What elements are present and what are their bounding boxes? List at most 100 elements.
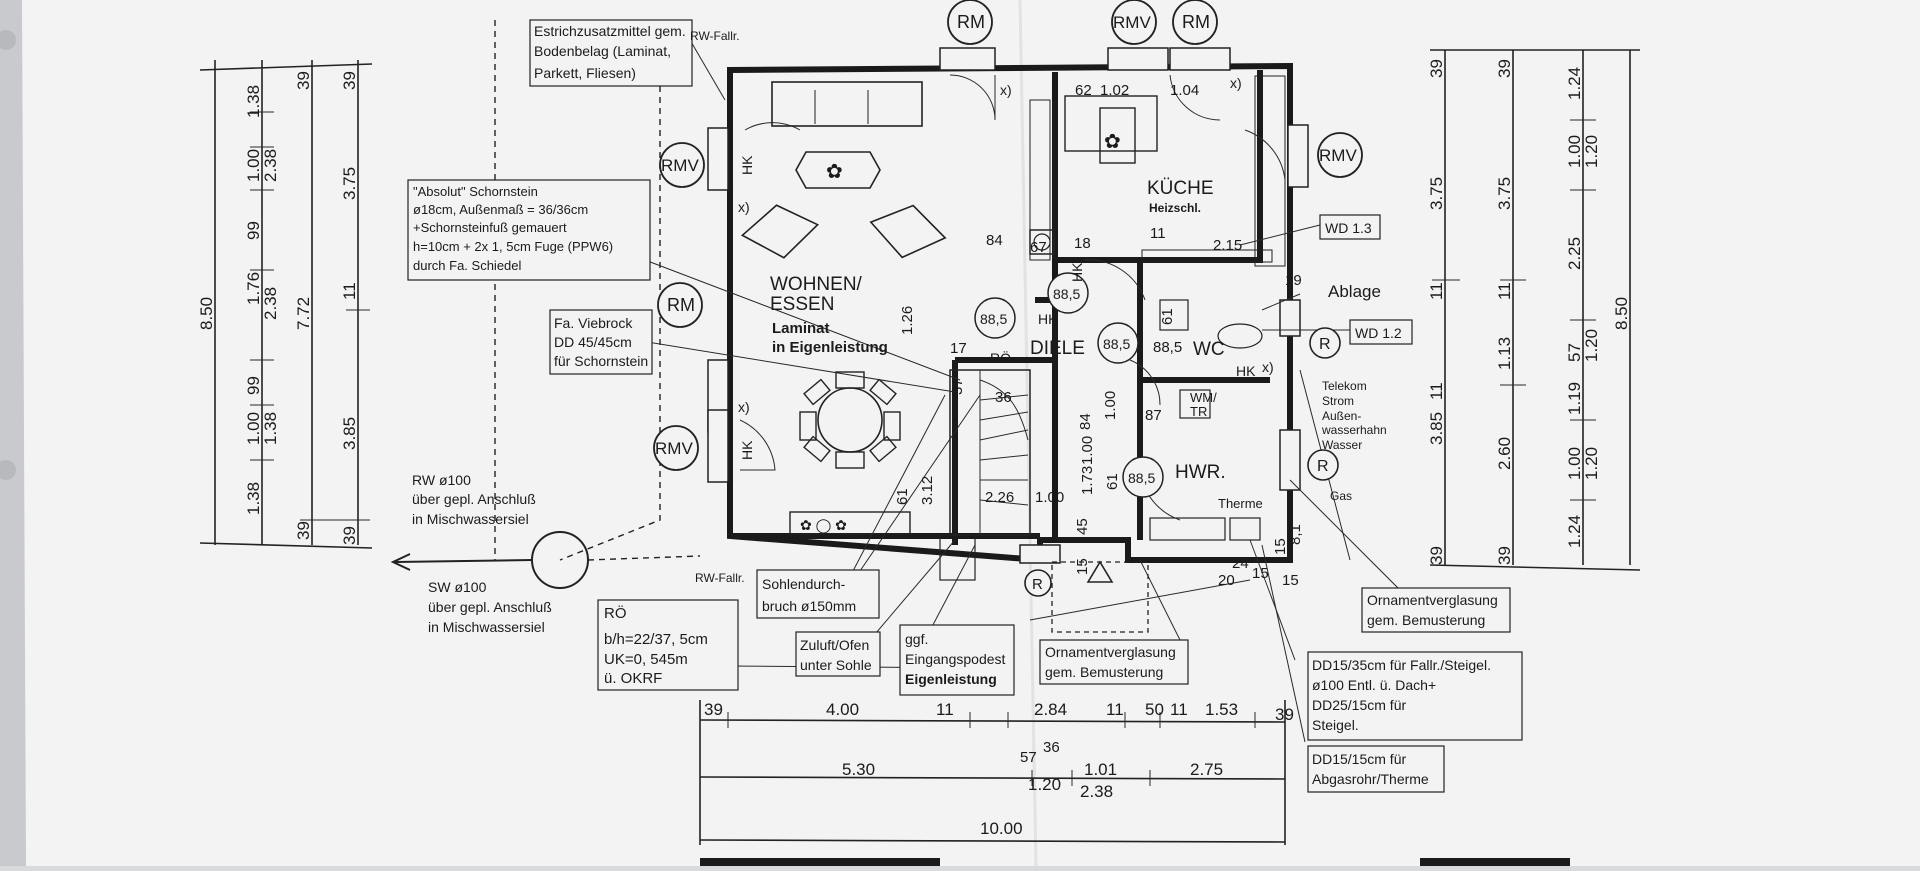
punch-hole xyxy=(0,460,16,480)
svg-text:b/h=22/37, 5cm: b/h=22/37, 5cm xyxy=(604,631,708,648)
svg-text:x): x) xyxy=(738,199,750,215)
svg-text:3.75: 3.75 xyxy=(1495,177,1514,210)
svg-text:11: 11 xyxy=(1427,282,1446,300)
svg-text:84: 84 xyxy=(1077,413,1094,430)
svg-text:88,5: 88,5 xyxy=(1103,336,1130,352)
ablage-label: Ablage xyxy=(1328,282,1381,301)
svg-text:Ornamentverglasung: Ornamentverglasung xyxy=(1045,644,1176,660)
svg-text:x): x) xyxy=(1000,82,1012,98)
room-diele: DIELE xyxy=(1030,338,1085,359)
svg-text:39: 39 xyxy=(340,526,359,545)
svg-text:37: 37 xyxy=(949,378,966,395)
callout-schornstein: "Absolut" Schornstein ø18cm, Außenmaß = … xyxy=(407,179,651,281)
svg-text:RM: RM xyxy=(1182,12,1210,32)
svg-text:Telekom: Telekom xyxy=(1322,379,1367,393)
exterior-walls xyxy=(727,62,1293,564)
svg-text:61: 61 xyxy=(894,488,911,505)
svg-text:8.50: 8.50 xyxy=(197,297,216,330)
room-wc: WC xyxy=(1193,339,1225,360)
radiator-labels: HK HK HK HK HK x) x) x) x) x) RÖ xyxy=(738,75,1274,460)
svg-text:11: 11 xyxy=(936,700,954,719)
right-dimension-chains: 39 39 1.24 3.75 3.75 1.00 1.20 2.25 11 1… xyxy=(1427,49,1641,571)
callout-eingang: ggf. Eingangspodest Eigenleistung xyxy=(899,624,1015,696)
kitchen-flower-icon: ✿ xyxy=(1104,131,1121,153)
svg-text:in Mischwassersiel: in Mischwassersiel xyxy=(428,619,545,635)
door-width-marker: 88,5 xyxy=(1047,272,1089,314)
svg-text:Eingangspodest: Eingangspodest xyxy=(905,651,1006,667)
svg-text:über gepl. Anschluß: über gepl. Anschluß xyxy=(412,491,536,507)
svg-text:3.85: 3.85 xyxy=(1427,412,1446,445)
svg-text:8.50: 8.50 xyxy=(1612,297,1631,330)
svg-text:3.85: 3.85 xyxy=(340,417,359,450)
r-marker: R xyxy=(1309,327,1341,359)
svg-text:Außen-: Außen- xyxy=(1322,409,1361,423)
svg-text:ø100 Entl. ü. Dach+: ø100 Entl. ü. Dach+ xyxy=(1312,677,1436,693)
svg-text:87: 87 xyxy=(1145,407,1162,424)
callout-sohlendurch: Sohlendurch- bruch ø150mm xyxy=(756,569,880,619)
svg-text:1.04: 1.04 xyxy=(1170,82,1199,99)
svg-text:DD15/15cm für: DD15/15cm für xyxy=(1312,751,1406,767)
svg-text:39: 39 xyxy=(294,521,313,540)
svg-text:WD 1.2: WD 1.2 xyxy=(1355,325,1402,341)
rm-marker: RM xyxy=(657,282,703,328)
svg-text:x): x) xyxy=(1262,359,1274,375)
callout-zuluft: Zuluft/Ofen unter Sohle xyxy=(795,631,881,677)
r-marker: R xyxy=(1307,449,1339,481)
svg-text:UK=0, 545m: UK=0, 545m xyxy=(604,651,688,668)
svg-text:99: 99 xyxy=(244,376,263,395)
svg-text:in Eigenleistung: in Eigenleistung xyxy=(772,339,888,356)
svg-text:2.25: 2.25 xyxy=(1565,237,1584,270)
svg-text:Steigel.: Steigel. xyxy=(1312,717,1359,733)
svg-text:5.30: 5.30 xyxy=(842,760,875,779)
svg-text:1.00: 1.00 xyxy=(1035,489,1064,506)
svg-text:39: 39 xyxy=(1495,59,1514,78)
svg-text:HK: HK xyxy=(1236,363,1256,379)
svg-text:11: 11 xyxy=(1495,282,1514,300)
svg-text:1.24: 1.24 xyxy=(1565,515,1584,548)
svg-text:57: 57 xyxy=(1020,749,1037,766)
room-wohnen: WOHNEN/ xyxy=(770,274,863,295)
svg-text:DD25/15cm für: DD25/15cm für xyxy=(1312,697,1406,713)
kitchen-fittings: ✿ xyxy=(1029,75,1286,267)
svg-text:61: 61 xyxy=(1104,473,1121,490)
symbol-markers: RM RMV RM RMV RM RMV RMV R R R 88,5 88,5… xyxy=(653,0,1363,597)
svg-text:x): x) xyxy=(738,399,750,415)
svg-text:Eigenleistung: Eigenleistung xyxy=(905,671,997,687)
svg-text:Zuluft/Ofen: Zuluft/Ofen xyxy=(800,637,869,653)
svg-text:1.00: 1.00 xyxy=(1565,447,1584,480)
svg-text:SW ø100: SW ø100 xyxy=(428,579,487,595)
svg-text:1.26: 1.26 xyxy=(899,306,916,335)
svg-text:3.75: 3.75 xyxy=(340,167,359,200)
svg-text:2.38: 2.38 xyxy=(261,287,280,320)
svg-text:DD 45/45cm: DD 45/45cm xyxy=(554,334,632,350)
svg-text:11: 11 xyxy=(340,282,359,300)
callout-ornament-side: Ornamentverglasung gem. Bemusterung xyxy=(1361,587,1511,633)
svg-text:Heizschl.: Heizschl. xyxy=(1149,201,1201,215)
rw-pipe-note: RW ø100 über gepl. Anschluß in Mischwass… xyxy=(412,472,536,527)
svg-text:88,5: 88,5 xyxy=(1053,286,1080,302)
svg-text:HK: HK xyxy=(1038,311,1058,327)
svg-text:39: 39 xyxy=(294,71,313,90)
svg-text:Fa. Viebrock: Fa. Viebrock xyxy=(554,315,633,331)
svg-text:24: 24 xyxy=(1232,555,1249,572)
svg-text:1.24: 1.24 xyxy=(1565,67,1584,100)
svg-text:TR: TR xyxy=(1190,404,1207,419)
sewer-connection xyxy=(390,531,701,589)
svg-text:50: 50 xyxy=(1145,700,1164,719)
svg-text:gem. Bemusterung: gem. Bemusterung xyxy=(1045,664,1163,680)
callout-estrich: Estrichzusatzmittel gem. Bodenbelag (Lam… xyxy=(529,19,693,87)
svg-text:WM/: WM/ xyxy=(1190,390,1217,405)
svg-text:1.00: 1.00 xyxy=(244,149,263,182)
svg-text:1.00: 1.00 xyxy=(244,412,263,445)
svg-text:4.00: 4.00 xyxy=(826,700,859,719)
svg-text:Bodenbelag (Laminat,: Bodenbelag (Laminat, xyxy=(534,43,671,59)
svg-text:1.73: 1.73 xyxy=(1079,466,1096,495)
svg-text:1.00: 1.00 xyxy=(1102,391,1119,420)
svg-text:1.00: 1.00 xyxy=(1565,135,1584,168)
svg-text:Laminat: Laminat xyxy=(772,320,830,337)
svg-text:bruch ø150mm: bruch ø150mm xyxy=(762,598,856,614)
rmv-marker: RMV xyxy=(1111,0,1157,45)
rw-fallrohr-label: RW-Fallr. xyxy=(690,29,740,43)
rmv-marker: RMV xyxy=(659,142,705,188)
